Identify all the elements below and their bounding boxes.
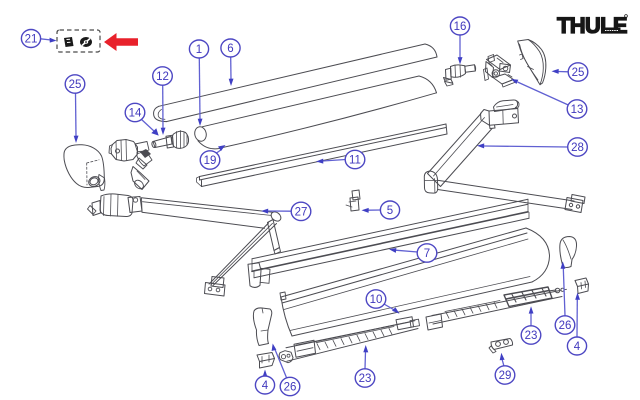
svg-text:25: 25 (69, 79, 82, 91)
svg-text:13: 13 (571, 104, 584, 116)
svg-text:23: 23 (525, 330, 538, 342)
svg-text:26: 26 (559, 320, 572, 332)
svg-text:21: 21 (25, 34, 38, 46)
svg-text:11: 11 (349, 155, 361, 167)
svg-text:26: 26 (284, 382, 297, 394)
svg-text:14: 14 (129, 108, 142, 120)
svg-text:28: 28 (571, 142, 584, 154)
svg-text:6: 6 (227, 43, 233, 55)
svg-text:4: 4 (574, 341, 581, 353)
svg-text:10: 10 (370, 294, 383, 306)
svg-text:12: 12 (156, 71, 169, 83)
svg-text:4: 4 (262, 380, 269, 392)
svg-text:25: 25 (572, 67, 585, 79)
svg-text:23: 23 (359, 373, 372, 385)
svg-text:16: 16 (454, 21, 467, 33)
svg-text:7: 7 (424, 248, 430, 260)
svg-text:1: 1 (196, 44, 202, 56)
svg-text:29: 29 (499, 370, 512, 382)
svg-text:27: 27 (295, 206, 308, 218)
svg-text:19: 19 (204, 155, 217, 167)
svg-text:THULE: THULE (557, 13, 627, 38)
svg-text:5: 5 (387, 205, 393, 217)
